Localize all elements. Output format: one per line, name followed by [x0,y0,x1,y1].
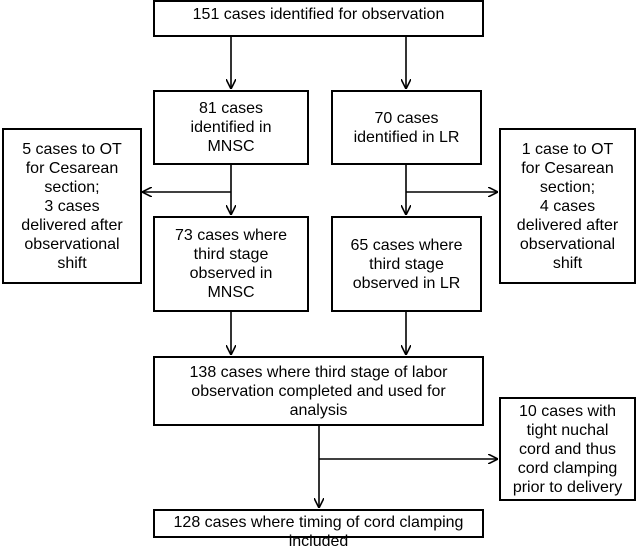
nuchal-excluded-text: 10 cases with tight nuchal cord and thus… [512,402,623,496]
mnsc-excluded-box: 5 cases to OT for Cesarean section; 3 ca… [2,128,142,284]
mnsc-observed-text: 73 cases where third stage observed in M… [174,227,288,301]
lr-observed-box: 65 cases where third stage observed in L… [331,216,482,312]
mnsc-identified-box: 81 cases identified in MNSC [153,90,309,165]
identified-text: 151 cases identified for observation [192,6,445,23]
lr-excluded-box: 1 case to OT for Cesarean section; 4 cas… [499,128,636,284]
lr-observed-text: 65 cases where third stage observed in L… [350,236,463,292]
lr-identified-text: 70 cases identified in LR [353,109,460,146]
connector-arrows [0,36,640,538]
nuchal-excluded-box: 10 cases with tight nuchal cord and thus… [499,397,636,501]
analysis-box: 138 cases where third stage of labor obs… [153,356,484,426]
final-text: 128 cases where timing of cord clamping … [173,514,464,550]
mnsc-identified-text: 81 cases identified in MNSC [190,100,272,155]
mnsc-excluded-text: 5 cases to OT for Cesarean section; 3 ca… [21,140,123,272]
mnsc-observed-box: 73 cases where third stage observed in M… [153,216,309,312]
analysis-text: 138 cases where third stage of labor obs… [189,363,448,419]
lr-identified-box: 70 cases identified in LR [331,90,482,165]
lr-excluded-text: 1 case to OT for Cesarean section; 4 cas… [516,140,619,272]
identified-box: 151 cases identified for observation [153,0,484,37]
final-box: 128 cases where timing of cord clamping … [153,509,484,550]
